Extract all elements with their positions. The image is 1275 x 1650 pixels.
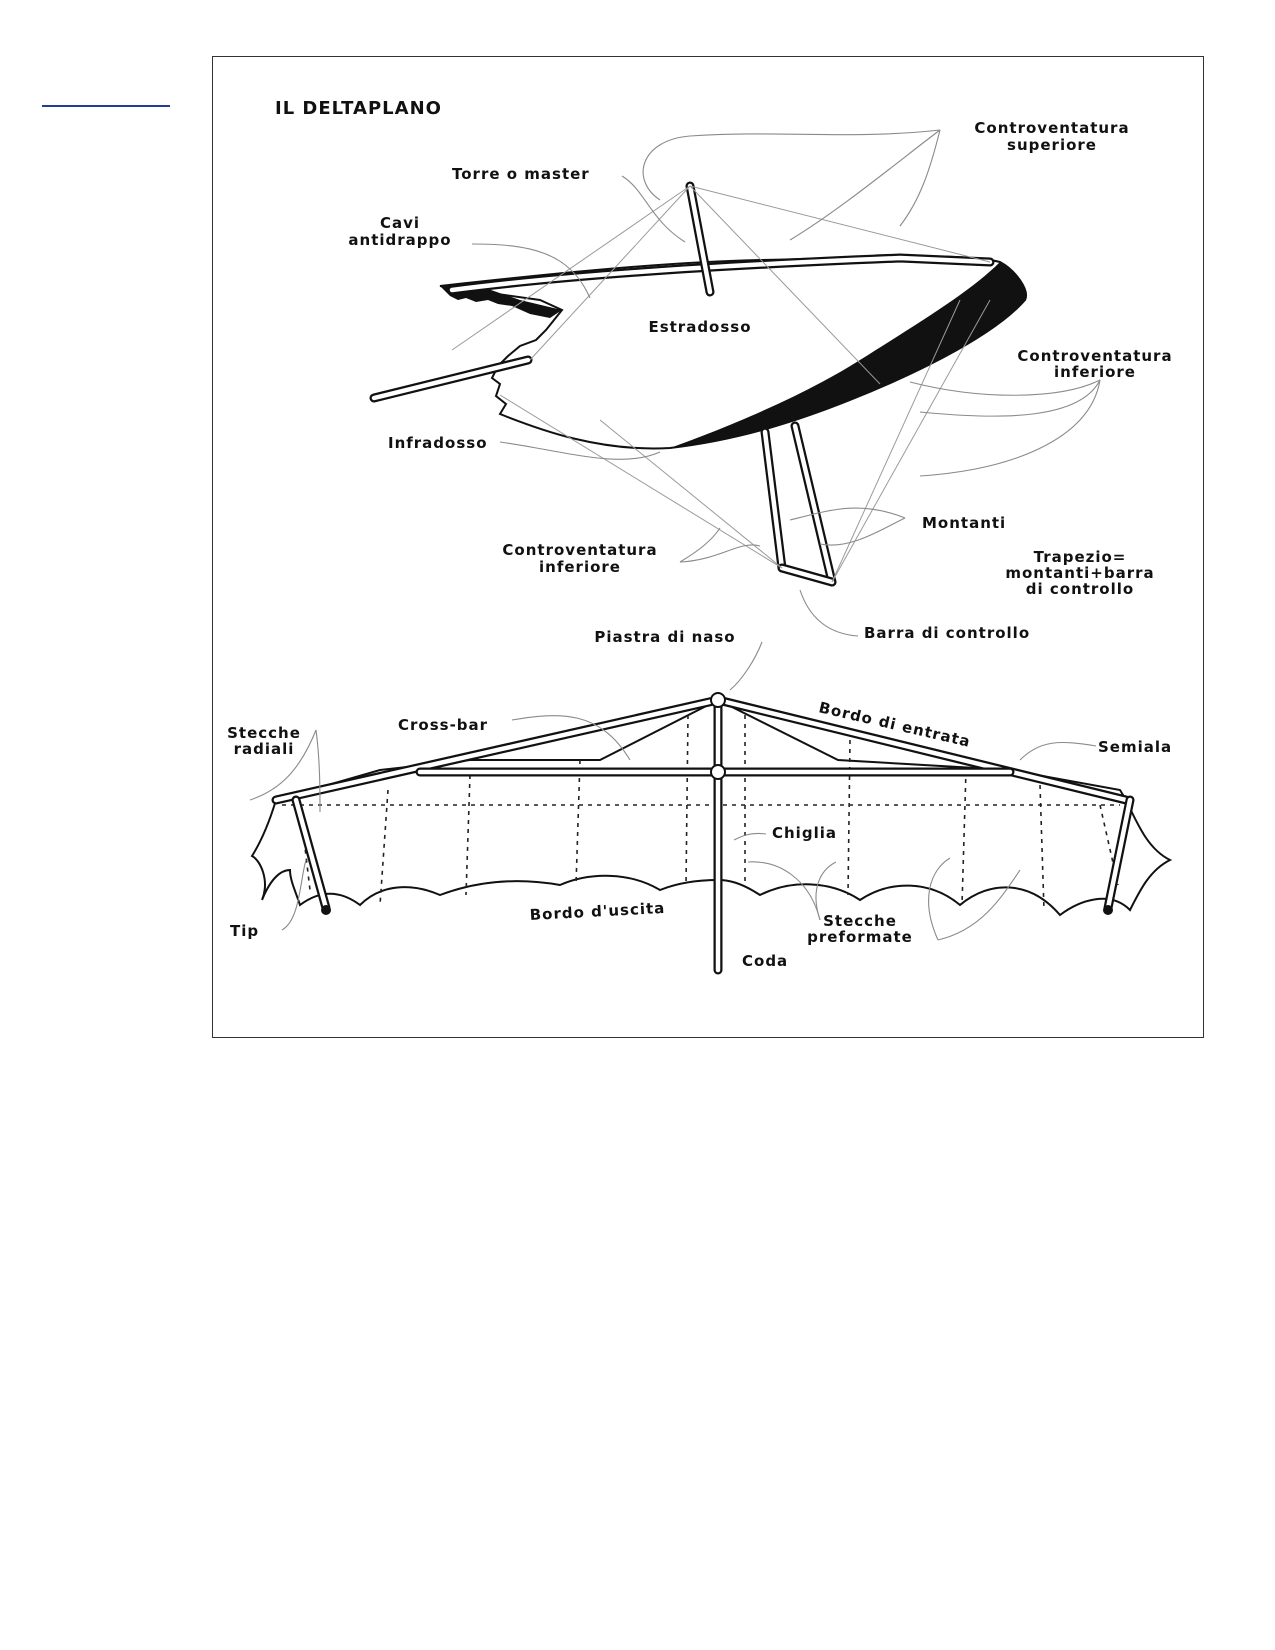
label-estradosso: Estradosso xyxy=(648,318,751,336)
label-barra-controllo: Barra di controllo xyxy=(864,624,1030,642)
label-controventatura-superiore-1: Controventatura xyxy=(974,119,1129,137)
plan-view xyxy=(250,692,1173,975)
plan-view-pointers xyxy=(249,641,1097,941)
nose-plate xyxy=(710,692,726,708)
diagram-title: IL DELTAPLANO xyxy=(275,98,442,119)
label-tip: Tip xyxy=(230,922,259,940)
label-controventatura-inferiore-l1: Controventatura xyxy=(502,541,657,559)
label-torre-master: Torre o master xyxy=(452,165,590,183)
label-coda: Coda xyxy=(742,952,788,970)
label-stecche-radiali-1: Stecche xyxy=(227,724,301,742)
sail-plan xyxy=(250,698,1173,917)
label-stecche-preformate-1: Stecche xyxy=(823,912,897,930)
sail-edge-dark xyxy=(670,262,1026,448)
diagram-frame xyxy=(212,56,1204,1038)
cross-bar-junction xyxy=(710,764,726,780)
label-controventatura-superiore-2: superiore xyxy=(1007,136,1097,154)
header-rule xyxy=(42,105,170,107)
label-infradosso: Infradosso xyxy=(388,434,488,452)
label-cross-bar: Cross-bar xyxy=(398,716,488,734)
top-view-labels: Controventatura superiore Torre o master… xyxy=(348,119,1172,642)
label-trapezio-3: di controllo xyxy=(1026,580,1134,598)
label-trapezio-2: montanti+barra xyxy=(1005,564,1154,582)
perspective-view xyxy=(369,181,1027,587)
label-bordo-uscita: Bordo d'uscita xyxy=(529,899,665,924)
label-cavi-antidrappo-2: antidrappo xyxy=(348,231,451,249)
label-cavi-antidrappo-1: Cavi xyxy=(380,214,420,232)
label-stecche-radiali-2: radiali xyxy=(234,740,295,758)
label-piastra-naso: Piastra di naso xyxy=(594,628,735,646)
label-chiglia: Chiglia xyxy=(772,824,837,842)
label-stecche-preformate-2: preformate xyxy=(807,928,913,946)
label-controventatura-inferiore-r1: Controventatura xyxy=(1017,347,1172,365)
label-controventatura-inferiore-l2: inferiore xyxy=(539,558,621,576)
top-view-pointers xyxy=(471,129,1101,637)
label-controventatura-inferiore-r2: inferiore xyxy=(1054,363,1136,381)
label-trapezio-1: Trapezio= xyxy=(1034,548,1127,566)
label-montanti: Montanti xyxy=(922,514,1006,532)
sail-estradosso xyxy=(439,255,1027,450)
label-semiala: Semiala xyxy=(1098,738,1172,756)
